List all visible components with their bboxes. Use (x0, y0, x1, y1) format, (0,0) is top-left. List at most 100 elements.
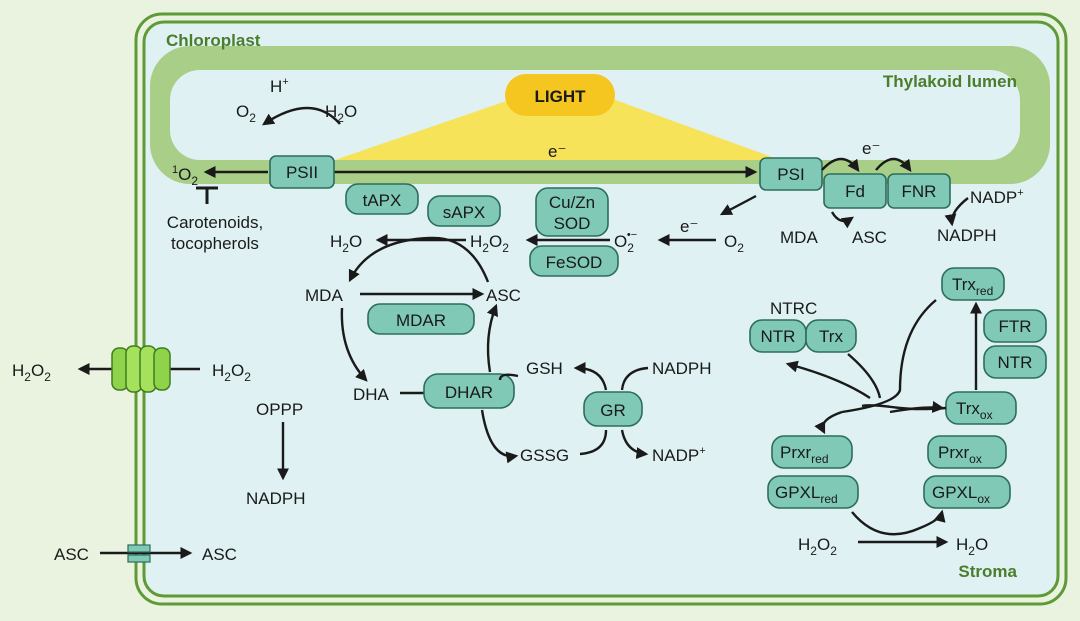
trx-red-protein (941, 267, 1005, 301)
sod-label: SOD (554, 214, 591, 233)
dha-label: DHA (353, 385, 390, 404)
ftr-enzyme (983, 309, 1047, 343)
light-badge (505, 74, 615, 116)
oppp-nadph-label: NADPH (246, 489, 306, 508)
fd-electron-label: e⁻ (862, 139, 880, 158)
sapx-enzyme (427, 195, 501, 227)
h2o2-exported-label: H2O2 (12, 361, 51, 384)
prxr-ox-label: Prxrox (938, 443, 982, 466)
chloroplast-title: Chloroplast (166, 31, 261, 50)
nadph-product-label: NADPH (937, 226, 997, 245)
dhar-to-gssg-arrow (480, 409, 519, 464)
o2-substrate-label: O2 (724, 232, 744, 255)
psii-label: PSII (286, 163, 318, 182)
prxr-ox-protein (927, 435, 1007, 469)
asc-transporter (127, 544, 151, 563)
gpxl-red-protein (767, 475, 859, 509)
fd-protein (823, 173, 887, 209)
psi-label: PSI (777, 165, 804, 184)
stroma-title: Stroma (958, 562, 1017, 581)
light-label: LIGHT (535, 87, 587, 106)
nadph-to-gr-line (620, 366, 649, 391)
psi-to-fd-arrow (821, 157, 860, 172)
gssg-label: GSSG (520, 446, 569, 465)
fd-label: Fd (845, 182, 865, 201)
ntrc-label: NTRC (770, 299, 817, 318)
oppp-label: OPPP (256, 400, 303, 419)
chloroplast-outer-membrane (134, 12, 1068, 606)
mda-to-dha-arrow (340, 307, 368, 382)
nadp-plus-label: NADP+ (970, 187, 1024, 207)
cycle-nadph-label: NADPH (652, 359, 712, 378)
mdar-label: MDAR (396, 311, 446, 330)
tapx-enzyme (345, 183, 419, 215)
ntrc-trx-domain (805, 319, 857, 353)
gr-to-gsh-arrow (573, 362, 608, 391)
prxr-red-label: Prxrred (780, 443, 829, 466)
gpxl-ox-protein (923, 475, 1011, 509)
h2o-substrate-label: H2O (325, 102, 357, 125)
h2o-ros-label: H2O (330, 232, 362, 255)
fd-to-fnr-arrow (875, 157, 912, 172)
singlet-oxygen-label: 1O2 (172, 164, 198, 188)
o2-product-label: O2 (236, 102, 256, 125)
o2-electron-label: e⁻ (680, 217, 698, 236)
inhibition-bar (196, 186, 218, 204)
nadp-reduction-arrow (944, 197, 969, 227)
gsh-to-dhar-line (498, 373, 519, 381)
aquaporin-channel (111, 345, 171, 393)
psi-complex (759, 157, 823, 191)
gr-enzyme (583, 391, 643, 427)
tocopherols-label: tocopherols (171, 234, 259, 253)
mda-to-asc-arrow (830, 211, 854, 229)
trx-h2o2-label: H2O2 (798, 535, 837, 558)
asc-external-label: ASC (54, 545, 89, 564)
ftr-label: FTR (998, 317, 1031, 336)
light-beam (335, 98, 780, 160)
cuzn-label: Cu/Zn (549, 193, 595, 212)
to-ntrc-arrow (785, 360, 871, 399)
fesod-label: FeSOD (546, 253, 603, 272)
h-plus-label: H+ (270, 76, 289, 96)
psi-asc-label: ASC (852, 228, 887, 247)
reduction-to-prxr-arrow (814, 410, 843, 435)
carotenoids-label: Carotenoids, (167, 213, 263, 232)
fnr-enzyme (887, 173, 951, 209)
tapx-label: tAPX (363, 191, 402, 210)
psi-electron-arrow (719, 194, 757, 216)
trx-ox-link-line (861, 404, 947, 411)
gssg-to-gr-line (579, 429, 608, 456)
superoxide-label: O2•− (614, 229, 637, 255)
ntrc-to-center-line (847, 353, 882, 399)
trx-h2o-label: H2O (956, 535, 988, 558)
psi-mda-label: MDA (780, 228, 818, 247)
trx-red-label: Trxred (952, 275, 993, 298)
water-splitting-arrow (262, 106, 341, 126)
gsh-label: GSH (526, 359, 563, 378)
trx-ox-label: Trxox (956, 399, 993, 422)
dhar-enzyme (423, 373, 515, 409)
dhar-label: DHAR (445, 383, 493, 402)
ntrc-ntr-label: NTR (761, 327, 796, 346)
thylakoid-lumen-title: Thylakoid lumen (883, 72, 1017, 91)
ntr-label: NTR (998, 353, 1033, 372)
prxr-red-protein (771, 435, 853, 469)
mdar-enzyme (367, 303, 475, 335)
asc-internal-label: ASC (202, 545, 237, 564)
dhar-to-asc-arrow (486, 303, 499, 373)
cuzn-sod-enzyme (535, 187, 609, 237)
gpxl-ox-label: GPXLox (932, 483, 990, 506)
h2o2-internal-label: H2O2 (212, 361, 251, 384)
gpxl-red-label: GPXLred (775, 483, 838, 506)
fnr-label: FNR (902, 182, 937, 201)
asc-to-mda-arrow (348, 236, 490, 283)
electron-label: e⁻ (548, 142, 566, 161)
ntr-enzyme (983, 345, 1047, 379)
gr-to-nadp-arrow (620, 429, 649, 460)
to-trx-ox-arrow (889, 400, 945, 414)
cycle-mda-label: MDA (305, 286, 343, 305)
fesod-enzyme (529, 245, 619, 277)
sapx-label: sAPX (443, 203, 486, 222)
cycle-nadp-label: NADP+ (652, 445, 706, 465)
